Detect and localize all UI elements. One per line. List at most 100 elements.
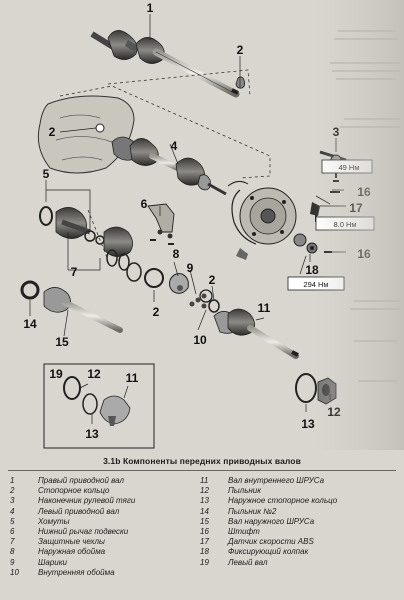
callout-12: 12 (327, 405, 341, 419)
legend-text (228, 568, 394, 578)
legend-number: 19 (200, 557, 209, 567)
callout-14: 14 (23, 317, 37, 331)
legend-item: 4 Левый приводной вал (10, 507, 200, 517)
legend-text: Штифт (228, 527, 260, 537)
callout-4: 4 (171, 139, 178, 153)
callout-2: 2 (153, 305, 160, 319)
legend-item (200, 568, 394, 578)
legend-text: Хомуты (38, 516, 70, 526)
callout-2: 2 (237, 43, 244, 57)
callout-2: 2 (49, 125, 56, 139)
legend-number: 1 (10, 476, 15, 485)
legend-number: 9 (10, 557, 15, 567)
legend-number: 13 (200, 496, 209, 506)
legend-number: 4 (10, 506, 15, 516)
legend-text: Правый приводной вал (38, 476, 124, 485)
callout-13: 13 (301, 417, 315, 431)
legend-item: 1 Правый приводной вал (10, 476, 200, 486)
legend-number: 10 (10, 567, 19, 577)
legend-number: 11 (200, 476, 209, 485)
callout-15: 15 (55, 335, 69, 349)
figure-caption: 3.1b Компоненты передних приводных валов (103, 456, 301, 466)
legend-item: 2 Стопорное кольцо (10, 486, 200, 496)
legend-number: 5 (10, 516, 15, 526)
torque-label-tie-rod: 49 Нм (339, 163, 360, 172)
legend-text: Вал внутреннего ШРУСа (228, 476, 325, 485)
legend-number: 3 (10, 496, 15, 506)
legend-number: 17 (200, 537, 209, 547)
legend-number: 14 (200, 506, 209, 516)
legend-text: Вал наружного ШРУСа (228, 516, 315, 526)
legend-item: 8 Наружная обойма (10, 547, 200, 557)
callout-16: 16 (357, 185, 371, 199)
legend-item: 12 Пыльник (200, 486, 394, 496)
legend-number: 7 (10, 537, 15, 547)
legend-text: Защитные чехлы (38, 537, 105, 547)
legend-text: Левый приводной вал (38, 506, 120, 516)
legend-item: 11 Вал внутреннего ШРУСа (200, 476, 394, 486)
legend-item: 17 Датчик скорости ABS (200, 537, 394, 547)
callout-13: 13 (85, 427, 99, 441)
exploded-diagram: 49 Нм 8.0 Нм 294 Нм 1 2 2 4 3 5 16 6 17 … (20, 1, 375, 449)
callout-7: 7 (71, 265, 78, 279)
outer-cv-joint-shaft (20, 280, 123, 333)
legend-text: Пыльник №2 (228, 506, 277, 516)
hub-nut (293, 233, 318, 254)
caption-divider (8, 470, 396, 471)
legend-item: 15 Вал наружного ШРУСа (200, 517, 394, 527)
torque-label-abs-sensor: 8.0 Нм (333, 220, 356, 229)
lower-control-arm (147, 203, 175, 245)
callout-1: 1 (147, 1, 154, 15)
inner-cv-joint-shaft (213, 308, 299, 359)
legend-number: 6 (10, 527, 15, 537)
callout-18: 18 (305, 263, 319, 277)
legend-text: Наконечник рулевой тяги (38, 496, 136, 506)
legend-text: Нижний рычаг подвески (38, 527, 129, 537)
legend-item: 13 Наружное стопорное кольцо (200, 496, 394, 506)
legend-item: 19 Левый вал (200, 558, 394, 568)
callout-10: 10 (193, 333, 207, 347)
legend-item: 3 Наконечник рулевой тяги (10, 496, 200, 506)
callout-16: 16 (357, 247, 371, 261)
callout-6: 6 (141, 197, 148, 211)
left-shaft-detail-box (43, 363, 155, 449)
legend-text: Шарики (38, 557, 67, 567)
legend-number (200, 568, 228, 578)
callout-11: 11 (258, 301, 271, 315)
legend-text: Стопорное кольцо (38, 486, 110, 496)
legend-text: Наружное стопорное кольцо (228, 496, 338, 506)
legend-item: 18 Фиксирующий колпак (200, 547, 394, 557)
legend-number: 12 (200, 486, 209, 496)
legend-item: 14 Пыльник №2 (200, 507, 394, 517)
legend-item: 7 Защитные чехлы (10, 537, 200, 547)
right-drive-shaft (90, 30, 246, 98)
callout-2: 2 (209, 273, 216, 287)
steering-knuckle-hub (227, 180, 297, 260)
callout-5: 5 (43, 167, 50, 181)
legend-number: 18 (200, 547, 209, 557)
transmission-housing (37, 95, 135, 174)
torque-label-hub-nut: 294 Нм (303, 280, 328, 289)
legend-number: 8 (10, 547, 15, 557)
callout-3: 3 (333, 125, 340, 139)
legend-text: Пыльник (228, 486, 262, 496)
legend-number: 2 (10, 486, 15, 496)
callout-8: 8 (173, 247, 180, 261)
callout-17: 17 (349, 201, 363, 215)
legend-number: 15 (200, 516, 209, 526)
callout-19: 19 (49, 367, 63, 381)
left-drive-shaft (111, 136, 227, 196)
callout-9: 9 (187, 261, 194, 275)
legend-item: 9 Шарики (10, 558, 200, 568)
legend-text: Наружная обойма (38, 547, 106, 557)
legend-item: 6 Нижний рычаг подвески (10, 527, 200, 537)
legend-text: Фиксирующий колпак (228, 547, 309, 557)
legend-text: Внутренняя обойма (38, 567, 115, 577)
legend-item: 10 Внутренняя обойма (10, 568, 200, 578)
legend-item: 5 Хомуты (10, 517, 200, 527)
legend-text: Левый вал (228, 557, 268, 567)
legend-text: Датчик скорости ABS (228, 537, 314, 547)
callout-11: 11 (126, 371, 139, 385)
